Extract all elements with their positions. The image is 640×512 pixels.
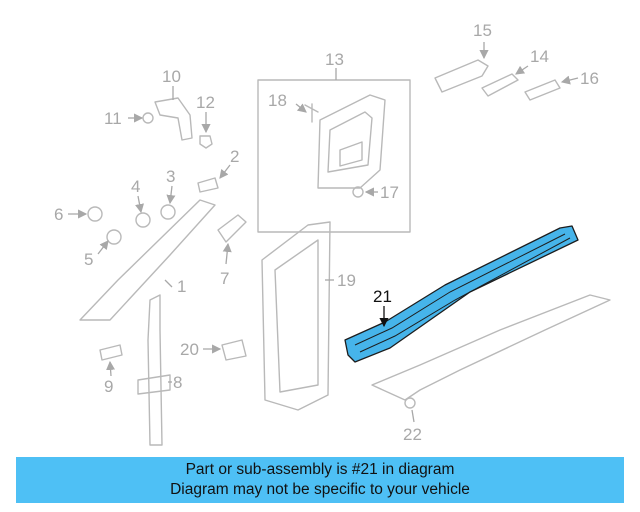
banner-line-1: Part or sub-assembly is #21 in diagram (185, 461, 455, 478)
callout-10: 10 (162, 67, 181, 86)
callout-20: 20 (180, 340, 199, 359)
callout-11: 11 (104, 109, 122, 128)
info-banner: Part or sub-assembly is #21 in diagram D… (16, 457, 624, 503)
sill-plate-21 (344, 225, 579, 363)
clip-6 (87, 206, 103, 222)
pillar-1 (79, 199, 216, 321)
part-16 (524, 79, 561, 101)
pillar-19 (261, 221, 331, 411)
callout-3: 3 (166, 167, 175, 186)
callout-21: 21 (373, 287, 392, 306)
callout-14: 14 (530, 47, 549, 66)
part-15 (434, 59, 489, 93)
screw-2 (197, 177, 219, 193)
callout-1: 1 (177, 277, 186, 296)
inset-box-13 (257, 79, 411, 233)
callout-18: 18 (268, 91, 287, 110)
clip-3 (160, 204, 176, 220)
callout-4: 4 (131, 177, 140, 196)
reinforcement-22 (371, 294, 611, 401)
clip-4 (135, 212, 151, 228)
clip-5 (106, 229, 122, 245)
bracket-10 (154, 97, 193, 141)
callout-5: 5 (84, 250, 93, 269)
part-14 (481, 73, 519, 97)
clip-9 (99, 344, 123, 361)
leader-lines (68, 42, 579, 423)
callout-7: 7 (220, 269, 229, 288)
screw-11 (142, 112, 154, 124)
pillar-trims (79, 199, 611, 446)
callout-12: 12 (196, 93, 215, 112)
banner-line-2: Diagram may not be specific to your vehi… (170, 481, 470, 498)
callout-labels: 1 2 3 4 5 6 7 8 9 10 11 12 13 14 15 16 1… (54, 21, 599, 444)
clip-7 (217, 214, 247, 243)
callout-19: 19 (337, 271, 356, 290)
pillar-8 (147, 294, 163, 446)
callout-13: 13 (325, 50, 344, 69)
clip-20 (221, 339, 247, 361)
callout-6: 6 (54, 205, 63, 224)
callout-16: 16 (580, 69, 599, 88)
hardware-parts (87, 59, 561, 361)
clip-12 (199, 135, 213, 149)
callout-2: 2 (230, 147, 239, 166)
callout-15: 15 (473, 21, 492, 40)
callout-22: 22 (403, 425, 422, 444)
callout-17: 17 (380, 183, 399, 202)
parts-diagram: 1 2 3 4 5 6 7 8 9 10 11 12 13 14 15 16 1… (54, 21, 611, 446)
callout-9: 9 (104, 377, 113, 396)
callout-8: 8 (173, 373, 182, 392)
